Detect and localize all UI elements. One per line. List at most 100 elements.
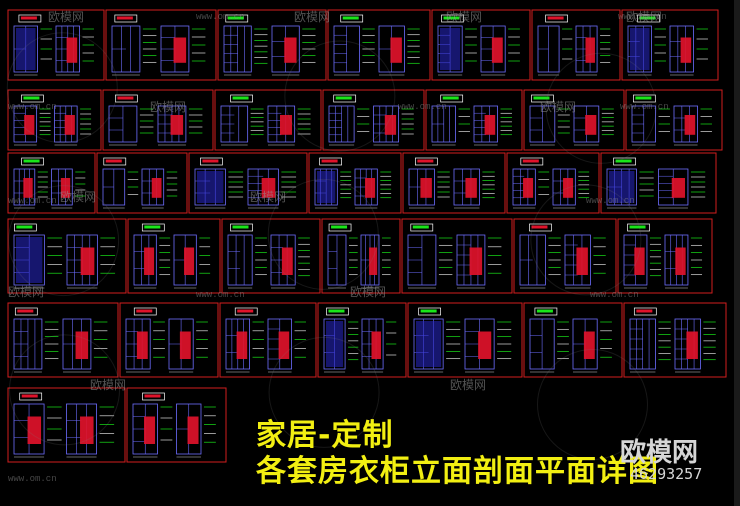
elevation-outline — [194, 168, 226, 206]
drawing-panel-frame — [7, 89, 102, 151]
door-panel-fill — [187, 416, 199, 444]
section-header-fill — [536, 309, 553, 313]
door-panel-fill — [66, 37, 78, 63]
drawing-panel-frame — [327, 9, 431, 81]
section-header-icon — [133, 307, 157, 316]
section-header-fill — [116, 16, 133, 20]
watermark-url: www.om.cn — [398, 102, 447, 112]
section-header-fill — [635, 96, 652, 100]
drawing-panel-frame — [7, 387, 126, 463]
section-header-fill — [23, 96, 40, 100]
section-header-icon — [340, 14, 364, 23]
door-panel-fill — [144, 247, 155, 275]
watermark-brand: 欧模网 — [446, 10, 483, 24]
elevation-outline — [267, 105, 296, 143]
section-header-icon — [19, 392, 43, 401]
section-header-fill — [328, 309, 345, 313]
drawing-panel-frame — [7, 302, 119, 378]
watermark-brand: 欧模网 — [540, 100, 577, 114]
section-header-icon — [328, 223, 352, 232]
section-header-icon — [529, 223, 552, 232]
door-panel-fill — [365, 178, 376, 198]
section-header-icon — [234, 307, 258, 316]
door-panel-fill — [179, 331, 191, 359]
drawing-panel-frame — [7, 9, 105, 81]
watermark-ring — [8, 185, 120, 297]
door-panel-fill — [491, 37, 503, 63]
interior-fill — [630, 28, 650, 70]
elevation-outline — [247, 168, 279, 206]
section-header-icon — [230, 223, 253, 232]
watermark-brand: 欧模网 — [450, 378, 487, 392]
section-header-fill — [144, 225, 161, 229]
section-header-icon — [545, 14, 568, 23]
door-panel-fill — [64, 115, 75, 135]
door-panel-fill — [469, 247, 483, 275]
elevation-outline — [564, 234, 591, 286]
elevation-outline — [473, 105, 498, 143]
door-panel-fill — [80, 247, 95, 275]
drawing-panel-frame — [401, 218, 513, 294]
interior-fill — [326, 321, 344, 367]
watermark-url: www.om.cn — [8, 474, 57, 484]
elevation-outline — [51, 168, 73, 206]
section-header-icon — [520, 157, 544, 166]
section-header-fill — [442, 96, 459, 100]
section-header-fill — [321, 159, 338, 163]
drawing-panel-frame — [308, 152, 402, 214]
watermark-brand: 欧模网 — [8, 285, 45, 299]
door-panel-fill — [563, 178, 574, 198]
interior-fill — [440, 28, 461, 70]
interior-fill — [197, 171, 224, 203]
door-panel-fill — [136, 331, 148, 359]
section-header-icon — [230, 94, 253, 103]
drawing-panel-frame — [217, 9, 327, 81]
watermark-brand: 欧模网 — [250, 190, 287, 204]
watermark-url: www.om.cn — [196, 12, 245, 22]
section-header-fill — [636, 309, 653, 313]
section-header-icon — [225, 14, 249, 23]
elevation-outline — [512, 168, 536, 206]
drawing-panel-frame — [523, 302, 623, 378]
door-panel-fill — [384, 115, 397, 135]
watermark-url: www.om.cn — [586, 196, 635, 206]
drawing-panel-frame — [321, 218, 401, 294]
door-panel-fill — [684, 115, 696, 135]
drawing-panel-frame — [322, 89, 425, 151]
watermark-ring — [267, 178, 379, 290]
door-panel-fill — [478, 331, 492, 359]
door-panel-fill — [27, 416, 42, 444]
elevation-outline — [552, 168, 576, 206]
door-panel-fill — [284, 37, 297, 63]
watermark-ring — [284, 40, 396, 152]
section-header-fill — [412, 225, 429, 229]
door-panel-fill — [420, 178, 432, 198]
section-header-fill — [136, 309, 153, 313]
drawing-panel-frame — [317, 302, 407, 378]
interior-fill — [317, 171, 336, 203]
section-header-icon — [21, 157, 44, 166]
interior-fill — [16, 28, 36, 70]
drawing-panel-frame — [431, 9, 531, 81]
scrollbar[interactable] — [734, 0, 740, 506]
door-panel-fill — [465, 178, 477, 198]
section-header-fill — [237, 309, 254, 313]
drawing-panel-frame — [102, 89, 214, 151]
section-header-icon — [633, 94, 656, 103]
drawing-panel-frame — [7, 152, 96, 214]
watermark-brand: 欧模网 — [60, 190, 97, 204]
section-header-fill — [331, 225, 348, 229]
door-panel-fill — [170, 115, 184, 135]
door-panel-fill — [484, 115, 496, 135]
door-panel-fill — [523, 178, 534, 198]
watermark-brand: 欧模网 — [150, 100, 187, 114]
elevation-outline — [133, 234, 157, 286]
door-panel-fill — [583, 331, 595, 359]
elevation-outline — [413, 318, 444, 370]
section-header-icon — [200, 157, 223, 166]
door-panel-fill — [80, 416, 94, 444]
watermark-ring — [9, 334, 121, 446]
section-header-fill — [232, 225, 249, 229]
door-panel-fill — [23, 178, 33, 198]
